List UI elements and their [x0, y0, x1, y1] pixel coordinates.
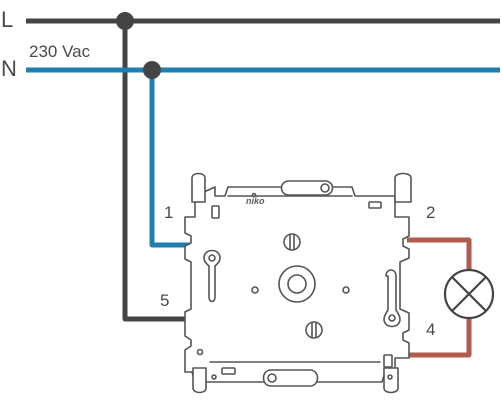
tab-top-small	[368, 201, 382, 209]
switch-mechanism: niko	[184, 172, 412, 394]
tab-bottom-small	[221, 367, 236, 375]
label-voltage: 230 Vac	[29, 42, 91, 61]
neutral-wire	[26, 67, 500, 248]
hole-left	[251, 286, 259, 294]
slot-top-hole	[320, 183, 330, 193]
clip-tab-top-right	[394, 172, 412, 203]
label-line: L	[1, 7, 13, 32]
lamp-symbol-icon	[443, 268, 495, 320]
screw-bottom-icon	[305, 321, 323, 339]
terminal-label-4: 4	[426, 320, 435, 339]
terminal-label-5: 5	[160, 291, 169, 310]
keyhole-left-hole	[208, 254, 216, 262]
keyhole-left	[203, 249, 221, 303]
line-wire	[26, 18, 500, 322]
clip-tab-bottom-right	[383, 367, 399, 394]
slot-top	[280, 180, 334, 196]
keyhole-right-hole	[388, 314, 396, 322]
terminal-label-1: 1	[164, 203, 173, 222]
clip-tab-bottom-left	[192, 367, 207, 394]
hole-left-lower	[196, 348, 204, 356]
junction-dot-neutral	[143, 61, 161, 79]
hole-top-right-small	[251, 192, 257, 198]
terminal-label-2: 2	[426, 203, 435, 222]
slot-bottom	[262, 369, 319, 387]
tab-right-small	[383, 354, 393, 368]
tab-left-small	[211, 205, 220, 219]
load-wire	[407, 237, 472, 358]
slot-bottom-hole	[267, 373, 277, 383]
label-neutral: N	[1, 56, 17, 81]
keyhole-right	[383, 269, 401, 328]
hole-bottom-left	[211, 374, 217, 380]
brand-logo: niko	[246, 196, 265, 206]
screw-top-icon	[283, 233, 301, 251]
junction-dot-line	[116, 12, 134, 30]
hole-right	[342, 286, 350, 294]
clip-tab-top-left	[191, 172, 206, 203]
hole-bottom-right	[387, 374, 393, 380]
pivot-inner	[287, 274, 307, 294]
